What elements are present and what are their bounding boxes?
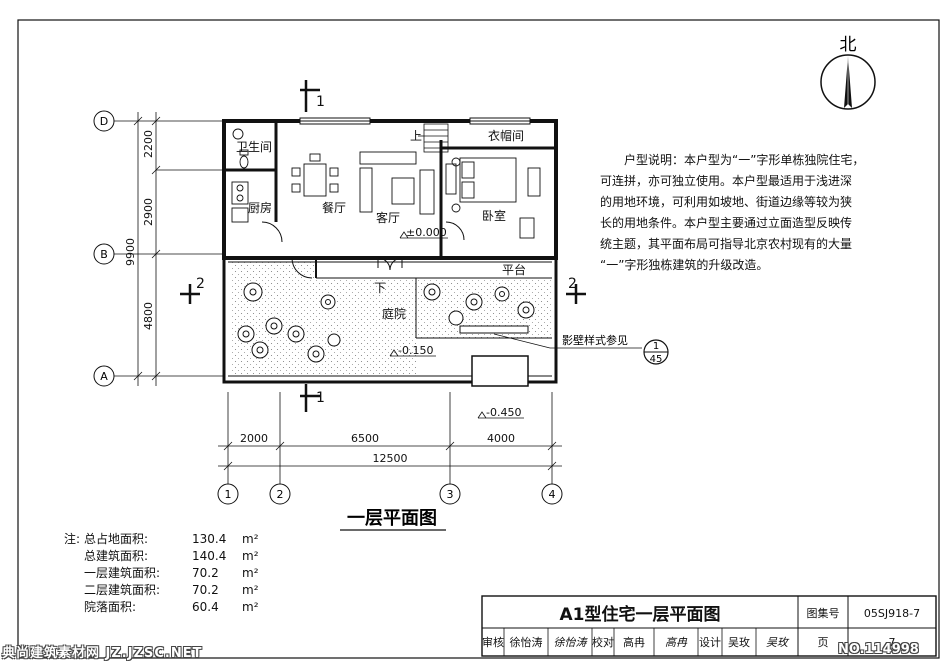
room-label-courtyard: 庭院 — [382, 306, 406, 321]
note-unit: m² — [242, 566, 259, 580]
stair-down-label: 下 — [374, 281, 386, 295]
section-2-left: 2 — [196, 276, 205, 292]
designer-signature: 吴玫 — [766, 636, 790, 649]
dim-h-4000: 4000 — [487, 432, 515, 445]
designer-name: 吴玫 — [728, 635, 750, 649]
section-marks: 1 1 2 2 — [180, 80, 586, 412]
notes-label: 注: — [64, 532, 81, 546]
kitchen-fixtures — [231, 181, 249, 223]
note-value: 140.4 — [192, 549, 227, 563]
note-label: 总占地面积: — [84, 532, 149, 546]
axis-4: 4 — [549, 488, 556, 501]
dim-v-9900: 9900 — [124, 238, 137, 266]
note-unit: m² — [242, 600, 259, 614]
watermark-left: 典尚建筑素材网 JZ.JZSC.NET — [2, 646, 203, 661]
dim-v-4800: 4800 — [142, 302, 155, 330]
axis-bubbles-rows: D B A — [93, 110, 115, 387]
note-value: 70.2 — [192, 583, 219, 597]
room-label-bedroom: 卧室 — [482, 208, 506, 223]
note-unit: m² — [242, 549, 259, 563]
horizontal-dimensions — [218, 392, 562, 484]
review-label: 审核 — [482, 635, 504, 649]
door-swings — [261, 221, 465, 279]
description-line: “一”字形独栋建筑的升级改造。 — [600, 258, 769, 272]
description-line: 户型说明：本户型为“一”字形单栋独院住宅， — [624, 153, 865, 167]
note-label: 总建筑面积: — [84, 549, 149, 563]
axis-d: D — [100, 115, 108, 128]
detail-ref-bottom: 45 — [650, 354, 663, 365]
layout-description: 户型说明：本户型为“一”字形单栋独院住宅， 可连拼，亦可独立使用。本户型最适用于… — [600, 150, 900, 276]
drawing-title: 一层平面图 — [347, 508, 437, 529]
axis-2: 2 — [277, 488, 284, 501]
design-label: 设计 — [699, 636, 721, 649]
note-value: 130.4 — [192, 532, 227, 546]
stair-up-label: 上 — [410, 129, 422, 143]
courtyard-trees — [237, 282, 535, 363]
room-label-kitchen: 厨房 — [248, 200, 272, 215]
note-unit: m² — [242, 583, 259, 597]
elevation-courtyard: -0.150 — [398, 344, 433, 357]
room-label-toilet: 卫生间 — [236, 140, 272, 154]
title-block — [481, 595, 937, 657]
description-line: 可连拼，亦可独立使用。本户型最适用于浅进深 — [600, 174, 853, 188]
room-label-living: 客厅 — [376, 210, 400, 225]
checker-signature: 高冉 — [665, 636, 688, 649]
section-1-bottom: 1 — [316, 390, 325, 406]
axis-1: 1 — [225, 488, 232, 501]
axis-3: 3 — [447, 488, 454, 501]
section-1-top: 1 — [316, 94, 325, 110]
checker-name: 高冉 — [623, 635, 645, 649]
room-label-dining: 餐厅 — [322, 200, 346, 215]
axis-bubbles-columns: 1 2 3 4 — [217, 483, 563, 505]
north-arrow: 北 — [820, 35, 876, 110]
vertical-dimensions — [114, 112, 224, 386]
check-label: 校对 — [592, 635, 614, 649]
sheet-border — [17, 19, 940, 659]
living-sofa-set — [359, 151, 435, 215]
reviewer-name: 徐怡涛 — [510, 635, 543, 649]
dim-h-12500: 12500 — [373, 452, 408, 465]
dim-v-2200: 2200 — [142, 130, 155, 158]
note-label: 院落面积: — [84, 600, 137, 614]
north-windows — [299, 117, 531, 125]
atlas-label: 图集号 — [807, 606, 840, 620]
page-label: 页 — [818, 636, 829, 649]
watermark-right: NO.114998 — [838, 642, 919, 657]
description-line: 的用地环境，可利用如坡地、街道边缘等较为狭 — [600, 195, 853, 209]
dim-v-2900: 2900 — [142, 198, 155, 226]
reviewer-signature: 徐怡涛 — [554, 636, 589, 649]
screen-wall-ref-label: 影壁样式参见 — [562, 333, 628, 347]
note-label: 二层建筑面积: — [84, 583, 161, 597]
staircase — [418, 123, 449, 153]
dim-h-2000: 2000 — [240, 432, 268, 445]
toilet-fixtures — [232, 128, 249, 169]
bedroom-furniture — [445, 157, 541, 239]
detail-ref-top: 1 — [653, 341, 659, 352]
axis-a: A — [100, 370, 108, 383]
screen-wall-reference: 影壁样式参见 1 45 — [493, 333, 669, 365]
note-label: 一层建筑面积: — [84, 566, 161, 580]
room-label-platform: 平台 — [502, 262, 526, 277]
watermark-bar: 典尚建筑素材网 JZ.JZSC.NET NO.114998 — [0, 642, 950, 664]
axis-b: B — [100, 248, 108, 261]
description-line: 统主题，其平面布局可指导北京农村现有的大量 — [600, 237, 853, 251]
dining-table — [291, 153, 339, 197]
section-2-right: 2 — [568, 276, 577, 292]
note-value: 70.2 — [192, 566, 219, 580]
title-block-title: A1型住宅一层平面图 — [560, 604, 721, 625]
courtyard-paving-center — [316, 278, 416, 376]
note-unit: m² — [242, 532, 259, 546]
description-line: 长的用地条件。本户型主要通过立面造型反映传 — [600, 216, 853, 230]
room-label-closet: 衣帽间 — [488, 128, 524, 143]
elevation-outside: -0.450 — [486, 406, 521, 419]
page-number: 7 — [889, 636, 896, 649]
dim-h-6500: 6500 — [351, 432, 379, 445]
screen-wall — [459, 325, 529, 334]
north-label: 北 — [840, 35, 857, 55]
elevation-floor: ±0.000 — [406, 226, 447, 239]
atlas-number: 05SJ918-7 — [864, 607, 920, 620]
note-value: 60.4 — [192, 600, 219, 614]
